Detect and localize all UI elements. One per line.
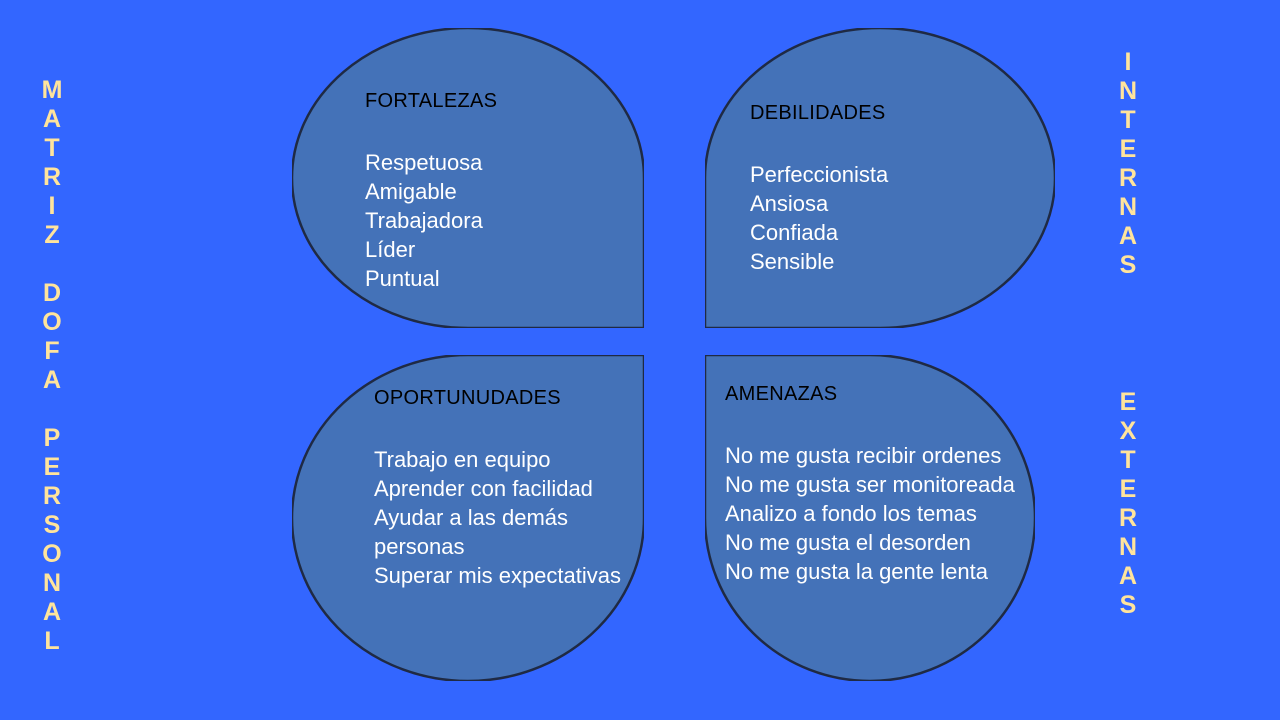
vertical-label-letter: O <box>42 308 62 336</box>
vertical-label-spacer <box>49 250 56 279</box>
vertical-label-letter: A <box>42 366 62 394</box>
vertical-label-letter: S <box>1119 251 1137 279</box>
quadrant-item: Sensible <box>750 249 835 274</box>
vertical-label-letter: T <box>44 134 60 162</box>
vertical-label-letter: S <box>43 511 61 539</box>
quadrant-title-fortalezas: FORTALEZAS <box>365 90 498 112</box>
vertical-label-letter: X <box>1119 417 1137 445</box>
quadrant-item: Trabajo en equipo <box>374 447 551 472</box>
vertical-label-letter: E <box>1119 475 1137 503</box>
quadrant-item: Ayudar a las demás <box>374 505 569 530</box>
quadrant-item: Ansiosa <box>750 191 829 216</box>
vertical-label-spacer <box>49 395 56 424</box>
vertical-label-letter: E <box>1119 135 1137 163</box>
teardrop-shape-amenazas <box>705 355 1035 681</box>
quadrant-items-amenazas: No me gusta recibir ordenes No me gusta s… <box>725 441 1015 586</box>
vertical-label-letter: O <box>42 540 62 568</box>
vertical-label-letter: N <box>42 569 62 597</box>
vertical-label-letter: P <box>43 424 61 452</box>
vertical-label-letter: T <box>1120 446 1136 474</box>
quadrant-title-amenazas: AMENAZAS <box>725 383 838 405</box>
quadrant-title-debilidades: DEBILIDADES <box>750 102 886 124</box>
quadrant-item: No me gusta el desorden <box>725 530 971 555</box>
vertical-label-letter: R <box>42 163 62 191</box>
vertical-label-letter: D <box>42 279 62 307</box>
vertical-label-letter: E <box>1119 388 1137 416</box>
vertical-label-letter: I <box>1124 48 1132 76</box>
vertical-label-letter: R <box>42 482 62 510</box>
vertical-label-letter: T <box>1120 106 1136 134</box>
vertical-label-letter: L <box>44 627 60 655</box>
vertical-label-letter: M <box>41 76 63 104</box>
quadrant-item: Analizo a fondo los temas <box>725 501 977 526</box>
teardrop-shape-fortalezas <box>292 28 644 328</box>
quadrant-item: No me gusta la gente lenta <box>725 559 988 584</box>
quadrant-item: Perfeccionista <box>750 162 889 187</box>
vertical-label-letter: F <box>44 337 60 365</box>
teardrop-shape-debilidades <box>705 28 1055 328</box>
vertical-label-letter: Z <box>44 221 60 249</box>
quadrant-item: Puntual <box>365 266 440 291</box>
vertical-label-letter: A <box>42 598 62 626</box>
vertical-label-letter: R <box>1118 504 1138 532</box>
quadrant-item: Superar mis expectativas <box>374 563 621 588</box>
quadrant-item: No me gusta recibir ordenes <box>725 443 1002 468</box>
quadrant-item: personas <box>374 534 465 559</box>
quadrant-item: Aprender con facilidad <box>374 476 593 501</box>
quadrant-item: Líder <box>365 237 416 262</box>
vertical-label-letter: A <box>1118 562 1138 590</box>
quadrant-title-oportunidades: OPORTUNUDADES <box>374 387 561 409</box>
quadrant-item: No me gusta ser monitoreada <box>725 472 1015 497</box>
quadrant-item: Amigable <box>365 179 457 204</box>
vertical-label-letter: S <box>1119 591 1137 619</box>
vertical-label-letter: I <box>48 192 56 220</box>
teardrop-shape-oportunidades <box>292 355 644 681</box>
quadrant-item: Confiada <box>750 220 839 245</box>
vertical-label-letter: E <box>43 453 61 481</box>
vertical-label-letter: N <box>1118 77 1138 105</box>
vertical-label-letter: A <box>1118 222 1138 250</box>
vertical-label-letter: N <box>1118 193 1138 221</box>
quadrant-item: Trabajadora <box>365 208 483 233</box>
vertical-label-letter: R <box>1118 164 1138 192</box>
quadrant-item: Respetuosa <box>365 150 483 175</box>
vertical-label-letter: A <box>42 105 62 133</box>
vertical-label-letter: N <box>1118 533 1138 561</box>
